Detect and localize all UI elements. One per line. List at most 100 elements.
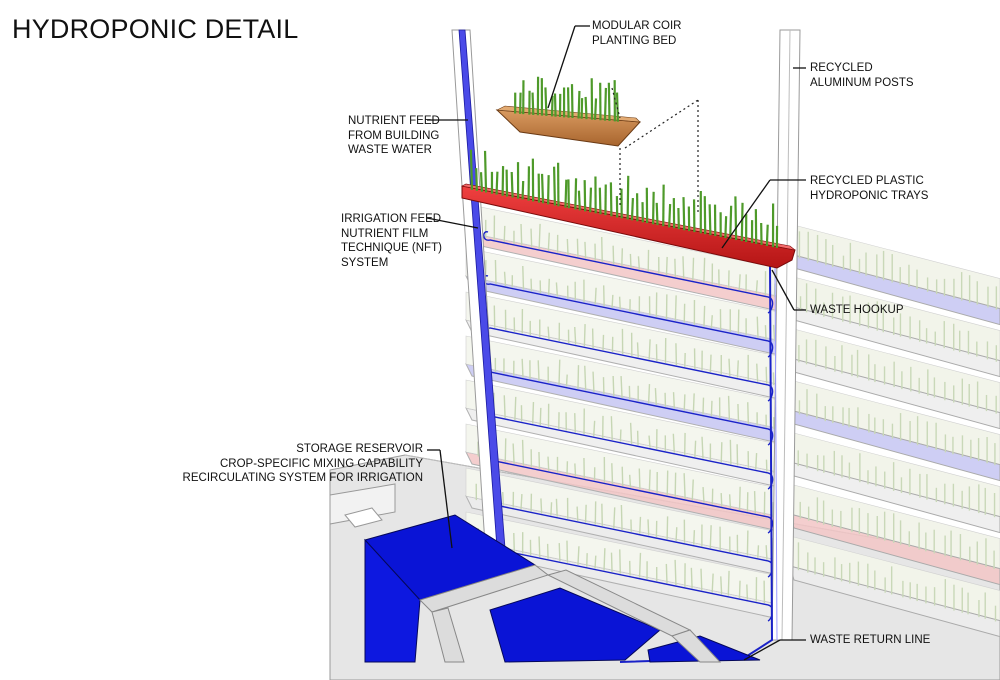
plant-stem bbox=[647, 384, 651, 404]
plant-stem bbox=[674, 295, 677, 321]
plant-stem bbox=[628, 474, 632, 488]
plant-stem bbox=[709, 354, 712, 373]
plant-stem bbox=[546, 175, 550, 205]
plant-stem bbox=[772, 324, 776, 342]
plant-stem bbox=[618, 296, 621, 310]
tray-plants bbox=[475, 215, 776, 605]
plant-stem bbox=[538, 223, 541, 250]
plant-stem bbox=[592, 371, 595, 393]
plant-stem bbox=[503, 271, 507, 287]
plant-stem bbox=[620, 504, 623, 531]
plant-stem bbox=[691, 479, 694, 501]
plant-stem bbox=[702, 487, 705, 503]
plant-stem bbox=[584, 365, 587, 391]
label-line: HYDROPONIC TRAYS bbox=[810, 189, 929, 202]
plant-stem bbox=[512, 443, 515, 464]
label-line: TECHNIQUE (NFT) bbox=[341, 242, 442, 254]
plant-stem bbox=[565, 374, 568, 387]
plant-stem bbox=[584, 96, 588, 120]
plant-stem bbox=[738, 274, 741, 291]
plant-stem bbox=[613, 507, 616, 529]
plant-stem bbox=[648, 339, 651, 360]
label-line: WASTE HOOKUP bbox=[810, 304, 904, 316]
plant-stem bbox=[636, 342, 639, 358]
plant-stem bbox=[654, 388, 657, 406]
label-line: NUTRIENT FEED bbox=[348, 115, 440, 127]
page-title: HYDROPONIC DETAIL bbox=[12, 14, 299, 44]
plant-stem bbox=[521, 180, 525, 200]
plant-stem bbox=[495, 171, 499, 195]
plant-stem bbox=[475, 168, 478, 191]
plant-stem bbox=[520, 223, 523, 246]
plant-stem bbox=[483, 150, 488, 193]
plant-stem bbox=[574, 326, 577, 345]
plant-stem bbox=[610, 416, 613, 440]
plant-stem bbox=[555, 498, 558, 517]
plant-stem bbox=[621, 248, 624, 266]
label-line: WASTE WATER bbox=[348, 144, 432, 156]
plant-stem bbox=[566, 87, 570, 118]
plant-stem bbox=[503, 395, 506, 419]
plant-stem bbox=[564, 179, 568, 208]
plant-stem bbox=[711, 573, 714, 593]
plant-stem bbox=[576, 506, 579, 521]
coir-plants bbox=[514, 76, 619, 122]
label-plastic-trays: RECYCLED PLASTIC HYDROPONIC TRAYS bbox=[810, 174, 928, 203]
plant-stem bbox=[720, 576, 723, 595]
plant-stem bbox=[550, 95, 554, 117]
plant-stem bbox=[728, 494, 732, 509]
plant-stem bbox=[710, 315, 713, 329]
plant-stem bbox=[589, 187, 593, 213]
plant-stem bbox=[574, 413, 576, 433]
plant-stem bbox=[710, 400, 713, 417]
plant-stem bbox=[765, 545, 768, 560]
label-waste-return: WASTE RETURN LINE bbox=[810, 633, 930, 648]
plant-stem bbox=[729, 205, 733, 239]
plant-stem bbox=[577, 90, 581, 119]
plant-stem bbox=[547, 456, 550, 471]
label-line: CROP-SPECIFIC MIXING CAPABILITY bbox=[220, 457, 423, 470]
plant-stem bbox=[530, 228, 533, 248]
plant-stem bbox=[639, 516, 642, 534]
irrigation-line bbox=[483, 231, 774, 314]
label-line: FROM BUILDING bbox=[348, 129, 440, 142]
plant-stem bbox=[577, 365, 580, 389]
plant-stem bbox=[521, 439, 525, 466]
plant-stem bbox=[746, 584, 749, 600]
plant-stem bbox=[598, 187, 602, 215]
plant-stem bbox=[514, 396, 517, 421]
plant-stem bbox=[765, 366, 768, 384]
label-line: STORAGE RESERVOIR bbox=[296, 443, 423, 455]
dotted-indicator-lines bbox=[611, 87, 699, 212]
plant-stem bbox=[620, 376, 623, 399]
plant-stem bbox=[547, 326, 550, 340]
label-line: RECIRCULATING SYSTEM FOR IRRIGATION bbox=[182, 472, 423, 484]
plant-stem bbox=[755, 453, 758, 470]
plant-stem bbox=[765, 224, 769, 246]
plant-stem bbox=[724, 216, 728, 239]
plant-stem bbox=[609, 182, 613, 217]
plant-stem bbox=[537, 360, 540, 381]
leader-lines bbox=[426, 25, 806, 661]
label-line: RECYCLED bbox=[810, 62, 873, 74]
plant-stem bbox=[626, 175, 630, 220]
plant-stem bbox=[709, 525, 712, 549]
plant-stem bbox=[574, 463, 577, 477]
plant-stem bbox=[737, 403, 740, 422]
plant-stem bbox=[694, 440, 697, 457]
label-nutrient-feed: NUTRIENT FEED FROM BUILDING WASTE WATER bbox=[348, 114, 440, 158]
plant-stem bbox=[629, 253, 632, 268]
plant-stem bbox=[756, 363, 759, 382]
plant-stem bbox=[674, 559, 677, 586]
plant-stem bbox=[583, 324, 586, 347]
label-waste-hookup: WASTE HOOKUP bbox=[810, 303, 904, 318]
plant-stem bbox=[576, 238, 579, 257]
plant-stem bbox=[637, 256, 641, 270]
plant-stem bbox=[638, 468, 641, 490]
plant-stem bbox=[764, 325, 767, 340]
plant-stem bbox=[553, 93, 557, 117]
plant-stem bbox=[720, 442, 723, 463]
plant-stem bbox=[544, 87, 548, 116]
plant-stem bbox=[612, 245, 615, 265]
